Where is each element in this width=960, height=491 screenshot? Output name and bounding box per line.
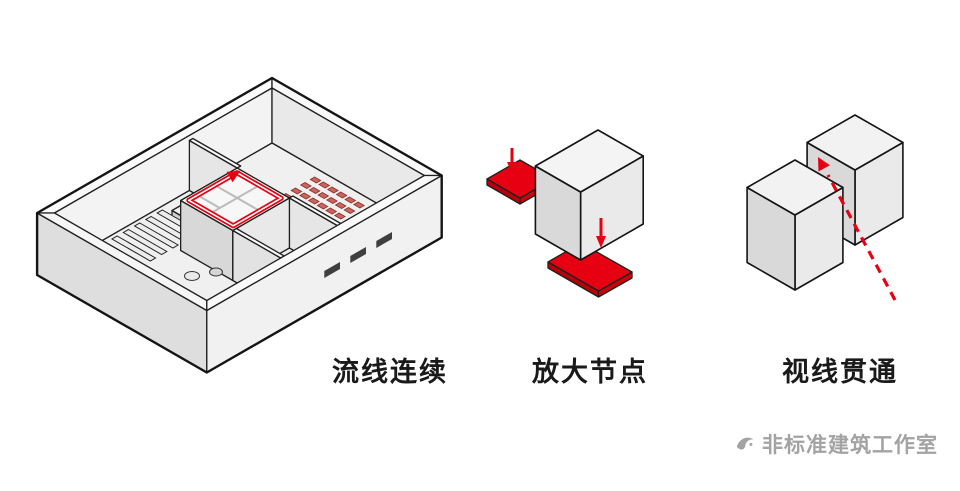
label-nodes: 放大节点 xyxy=(532,357,648,387)
sightline-arrow-icon xyxy=(818,157,897,301)
watermark-logo-icon xyxy=(736,437,754,450)
nodes-diagram xyxy=(486,129,644,298)
node-volume xyxy=(534,129,644,261)
core-partitions xyxy=(197,184,260,214)
watermark-text: 非标准建筑工作室 xyxy=(762,434,938,457)
loop-arrow-icon xyxy=(226,170,241,183)
floor-columns xyxy=(184,267,223,281)
label-circulation: 流线连续 xyxy=(332,357,448,387)
label-sightline: 视线贯通 xyxy=(782,357,898,387)
sightline-diagram xyxy=(746,114,904,301)
facade-openings xyxy=(324,232,392,278)
outer-walls-front xyxy=(36,174,443,374)
building-outline xyxy=(35,76,443,374)
circulation-diagram xyxy=(35,76,443,374)
watermark: 非标准建筑工作室 xyxy=(734,429,938,459)
entry-arrow-left-icon xyxy=(507,148,517,174)
entry-arrow-front-icon xyxy=(596,218,606,248)
volume-front xyxy=(746,159,844,291)
red-circulation-loop xyxy=(186,170,284,229)
entry-pad-front xyxy=(547,242,633,298)
